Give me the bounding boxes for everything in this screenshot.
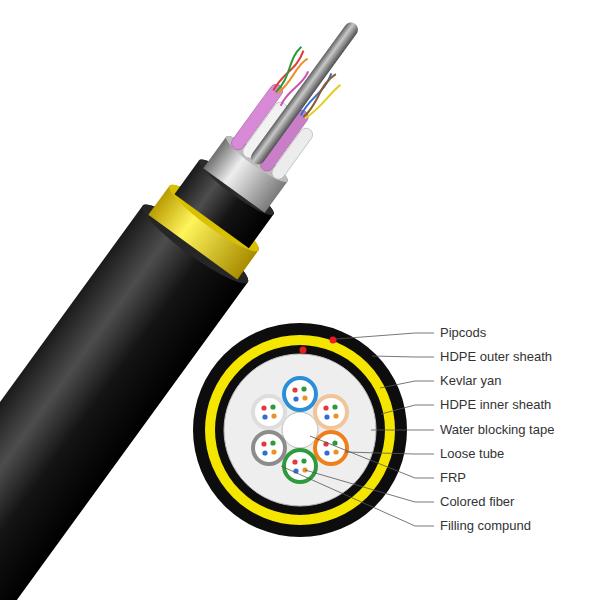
- part-label: Loose tube: [440, 446, 504, 462]
- inner-sheath-ring: [215, 345, 385, 515]
- leader-line: [281, 466, 434, 526]
- leader-line: [345, 452, 434, 454]
- part-label: Filling compund: [440, 518, 531, 534]
- leader-line: [380, 381, 434, 388]
- loose-tube: [253, 432, 285, 464]
- loose-tube: [315, 432, 347, 464]
- frp-rod: [248, 20, 360, 167]
- part-label: Pipcods: [440, 325, 486, 341]
- leader-line: [381, 405, 434, 414]
- loose-tube: [284, 450, 316, 482]
- leader-lines: [281, 333, 434, 526]
- loose-tube: [284, 378, 316, 410]
- ripcord-dot: [330, 337, 337, 344]
- leader-line: [305, 470, 434, 502]
- leader-line: [372, 356, 434, 357]
- kevlar-ring: [205, 335, 395, 525]
- part-label: FRP: [440, 470, 466, 486]
- loose-tube: [315, 396, 347, 428]
- part-label: Water blocking tape: [440, 422, 554, 438]
- part-label: HDPE inner sheath: [440, 397, 551, 413]
- part-label: Kevlar yan: [440, 373, 501, 389]
- water-tape-ring: [224, 354, 376, 506]
- leader-line: [371, 430, 434, 431]
- leader-line: [310, 436, 434, 478]
- part-label: Colored fiber: [440, 494, 514, 510]
- fiber: [270, 46, 307, 92]
- ripcord-dot: [300, 347, 307, 354]
- frp-core: [282, 412, 318, 448]
- part-label: HDPE outer sheath: [440, 349, 552, 365]
- loose-tube: [253, 396, 285, 428]
- cable-3d: [0, 0, 408, 600]
- leader-line: [336, 333, 434, 339]
